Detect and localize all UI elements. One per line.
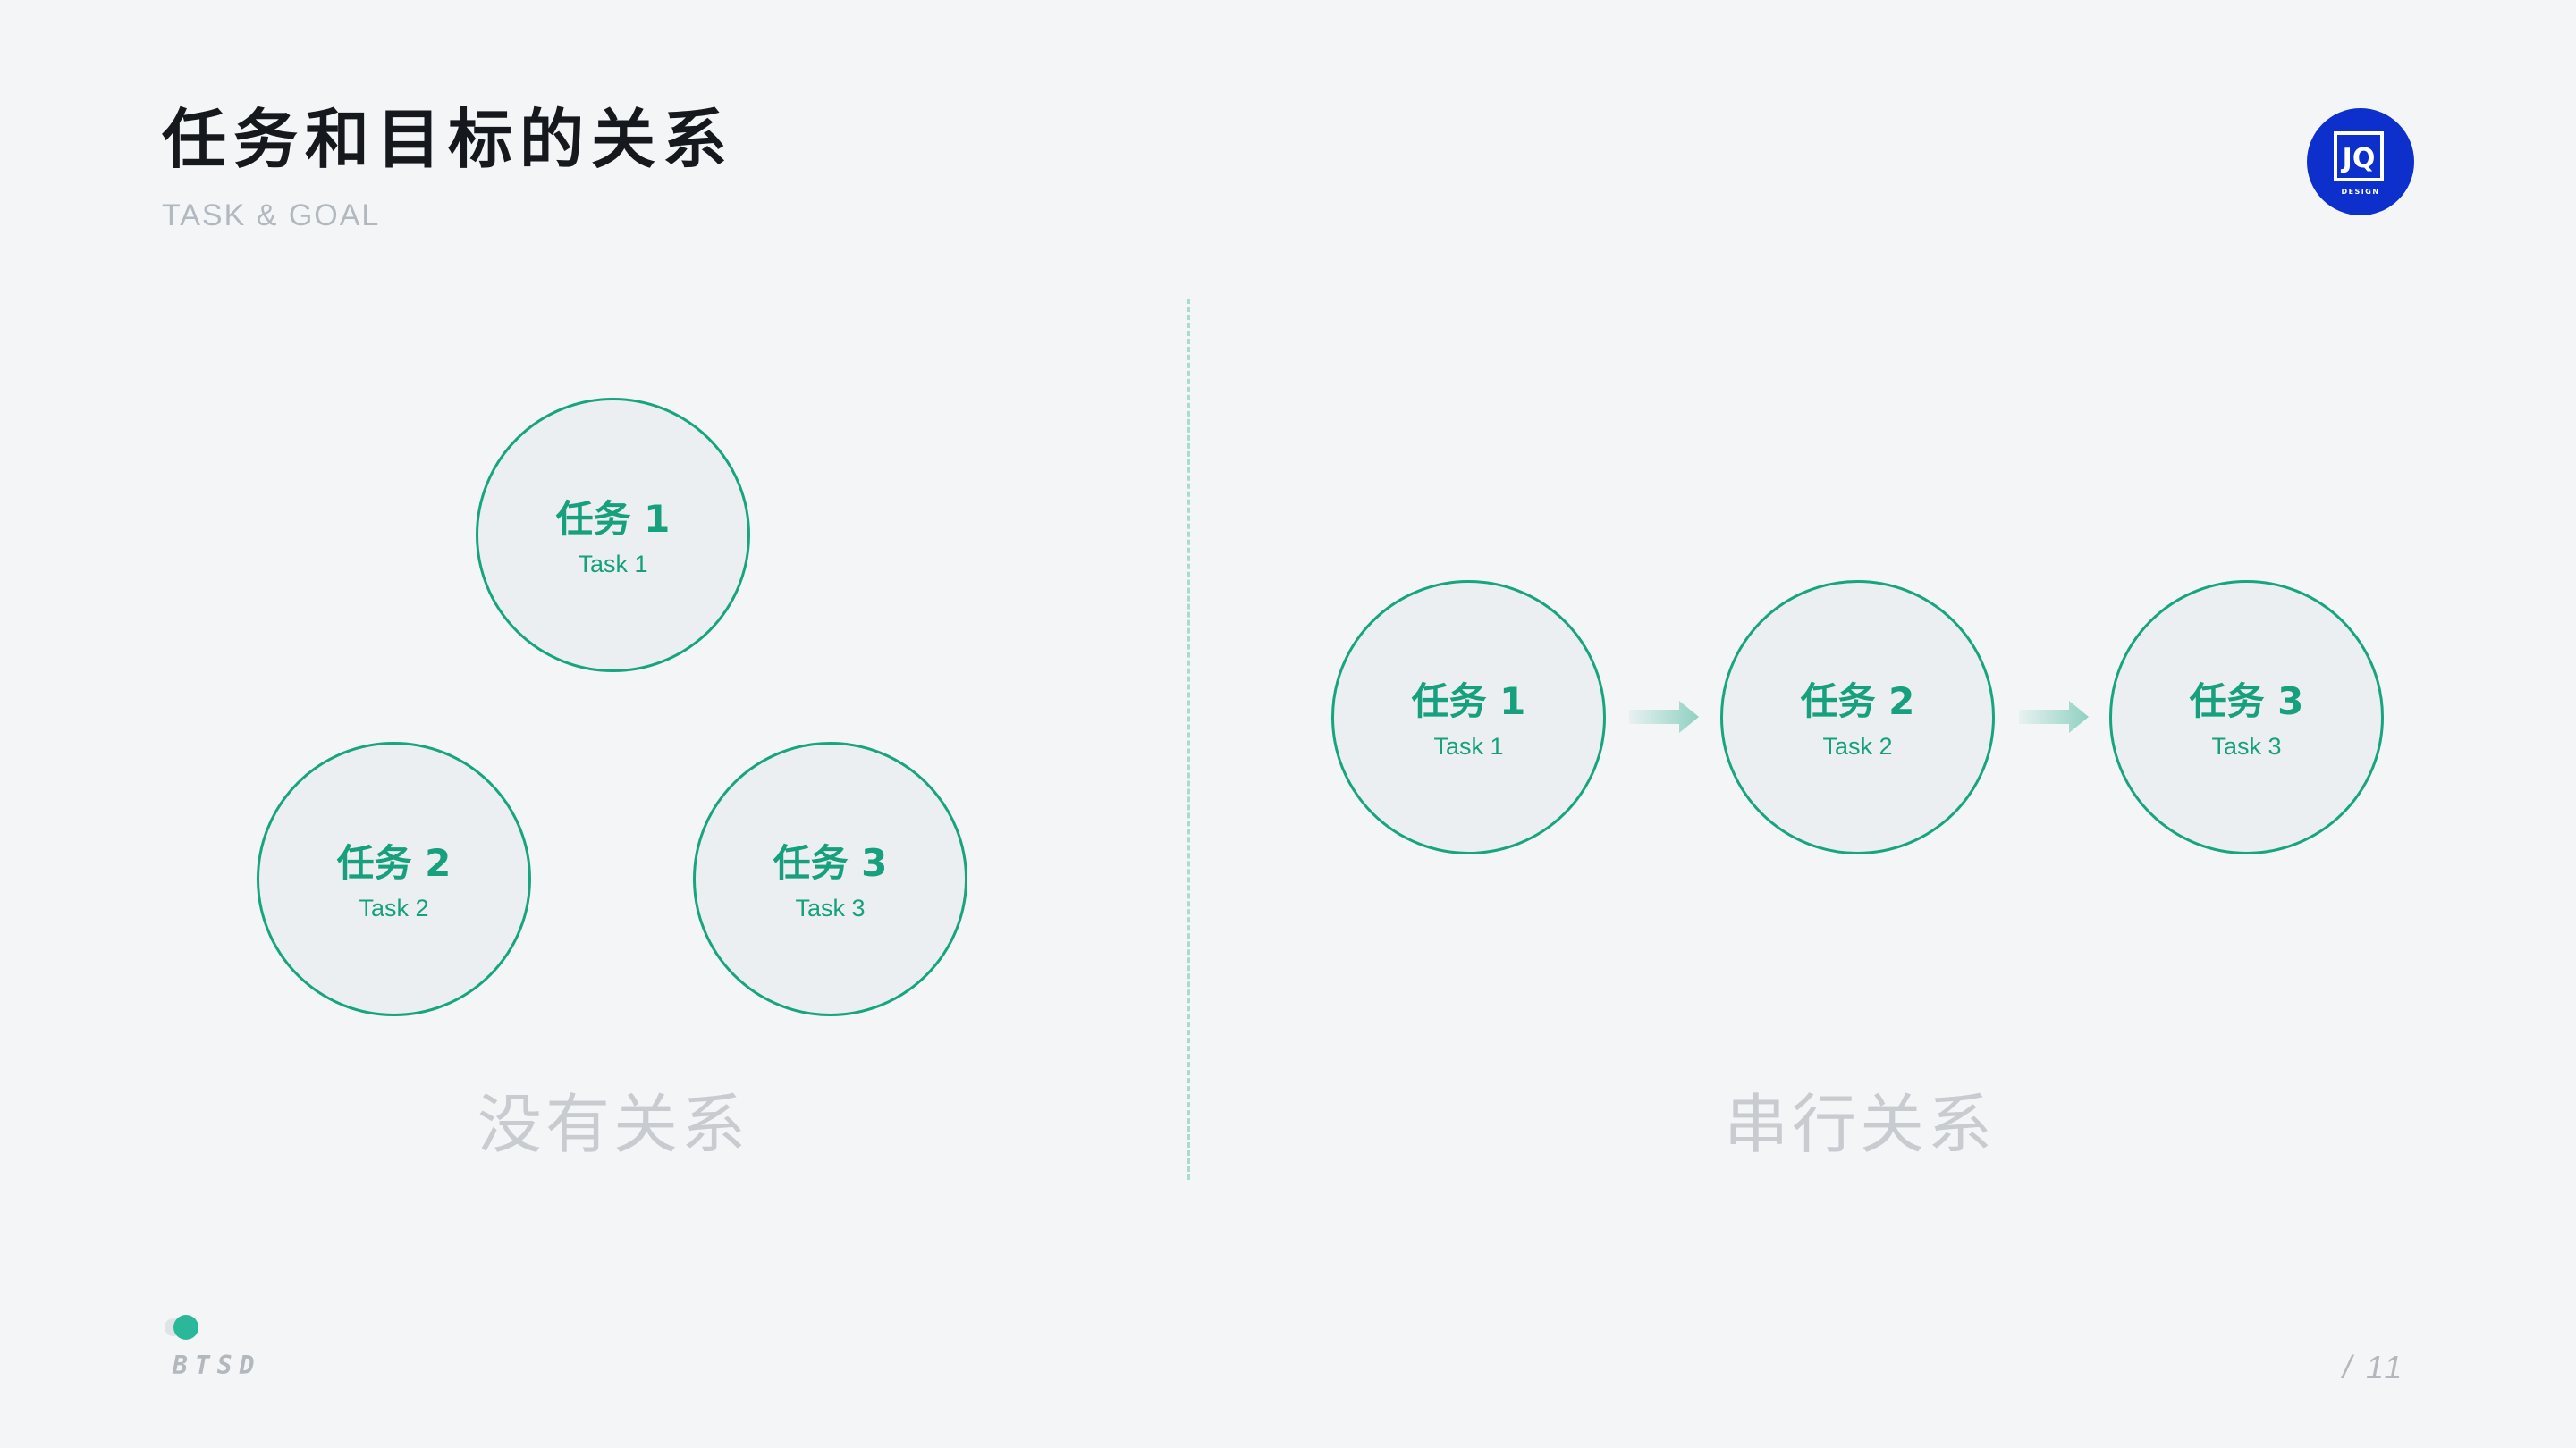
page-number: / 11: [2343, 1349, 2405, 1385]
node-title: 任务 2: [1800, 679, 1915, 723]
page-subtitle: TASK & GOAL: [162, 198, 381, 232]
logo-letters: JQ: [2341, 143, 2376, 174]
node-subtitle: Task 2: [1822, 733, 1893, 760]
left-node-task-1: 任务 1 Task 1: [476, 398, 750, 672]
node-title: 任务 1: [1411, 679, 1526, 723]
node-subtitle: Task 3: [2211, 733, 2282, 760]
left-node-task-3: 任务 3 Task 3: [693, 742, 967, 1016]
node-subtitle: Task 1: [1433, 733, 1504, 760]
logo-small-text: DESIGN: [2341, 188, 2379, 196]
node-title: 任务 2: [336, 841, 452, 885]
jq-logo-icon: JQ DESIGN: [2334, 131, 2384, 196]
left-node-task-2: 任务 2 Task 2: [257, 742, 531, 1016]
node-subtitle: Task 1: [578, 551, 648, 577]
brand-dot-icon: [165, 1315, 198, 1340]
node-title: 任务 1: [555, 497, 671, 541]
node-subtitle: Task 3: [795, 895, 866, 922]
panel-divider: [1187, 299, 1190, 1180]
footer-brand: BTSD: [173, 1351, 262, 1380]
arrow-right-icon: [1629, 701, 1699, 733]
node-subtitle: Task 2: [359, 895, 429, 922]
arrow-right-icon: [2019, 701, 2089, 733]
node-title: 任务 3: [773, 841, 888, 885]
page-title: 任务和目标的关系: [162, 102, 735, 177]
right-node-task-3: 任务 3 Task 3: [2109, 580, 2384, 854]
right-node-task-2: 任务 2 Task 2: [1720, 580, 1995, 854]
right-caption: 串行关系: [1723, 1087, 1996, 1162]
left-caption: 没有关系: [477, 1087, 749, 1162]
right-node-task-1: 任务 1 Task 1: [1331, 580, 1606, 854]
jq-design-logo: JQ DESIGN: [2307, 108, 2414, 215]
node-title: 任务 3: [2189, 679, 2304, 723]
